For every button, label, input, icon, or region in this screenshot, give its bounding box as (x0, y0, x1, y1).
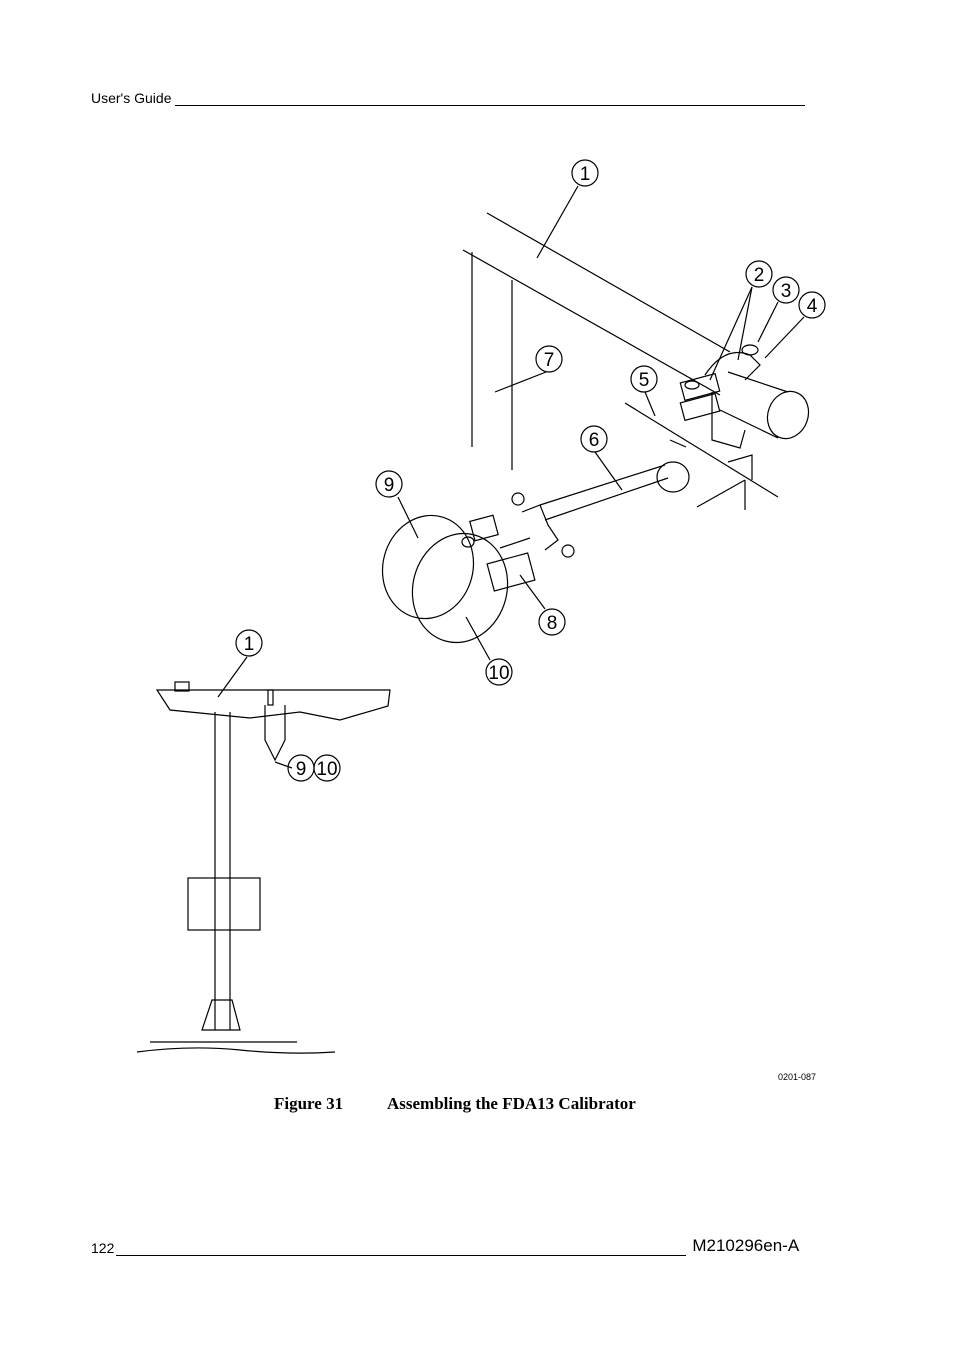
dimension-lines (624, 402, 779, 510)
crossarm-upper (462, 212, 731, 470)
leader-lines (217, 185, 805, 769)
mast-assembled (136, 681, 391, 1054)
callout-circles (235, 159, 826, 782)
calibrator-discs (381, 514, 536, 644)
callout-10: 10 (488, 663, 509, 684)
figure-code: 0201-087 (778, 1072, 817, 1082)
callout-1-lower: 1 (244, 634, 255, 655)
pipe (719, 371, 810, 440)
callout-7: 7 (544, 350, 555, 371)
callout-9-lower: 9 (296, 759, 307, 780)
callout-3: 3 (781, 281, 792, 302)
callout-9: 9 (384, 475, 395, 496)
callout-8: 8 (547, 613, 558, 634)
page-footer: 122 M210296en-A (91, 1236, 799, 1256)
figure-caption: Figure 31 Assembling the FDA13 Calibrator (274, 1094, 636, 1114)
mounting-clamp (679, 344, 761, 449)
callout-2: 2 (754, 265, 765, 286)
document-id: M210296en-A (692, 1236, 800, 1255)
callout-5: 5 (639, 370, 650, 391)
callout-4: 4 (807, 296, 818, 317)
callout-10-lower: 10 (316, 759, 337, 780)
footer-rule (116, 1241, 687, 1256)
figure-number: Figure 31 (274, 1094, 344, 1113)
page-header: User's Guide (91, 90, 806, 106)
sensor-arm (511, 461, 690, 558)
header-title: User's Guide (91, 90, 172, 106)
callout-6: 6 (589, 430, 600, 451)
header-rule (175, 93, 806, 106)
callout-1: 1 (580, 164, 591, 185)
figure-title: Assembling the FDA13 Calibrator (387, 1094, 636, 1113)
page-number: 122 (91, 1240, 115, 1256)
